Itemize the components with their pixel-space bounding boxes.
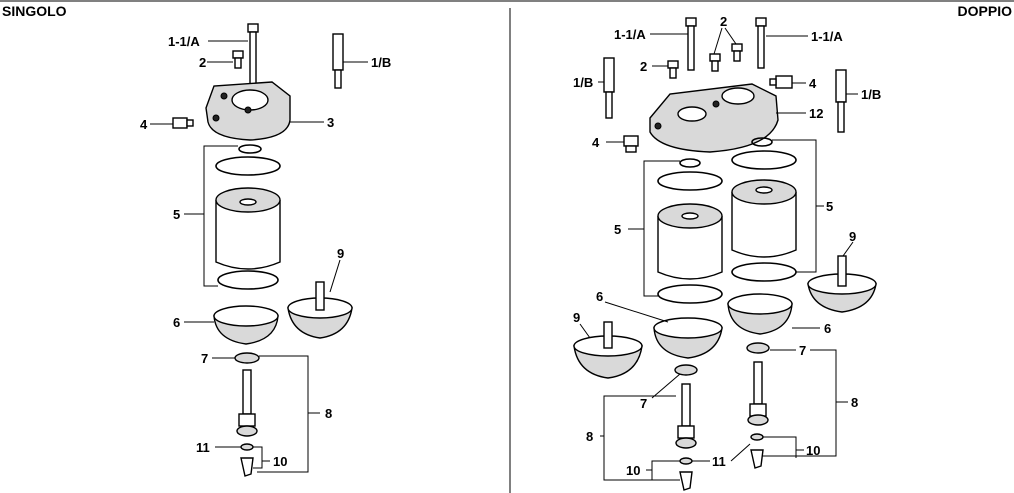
label-1-1a-left: 1-1/A — [614, 27, 646, 42]
label-2: 2 — [199, 55, 206, 70]
label-12: 12 — [809, 106, 823, 121]
seal-part-5-upper — [215, 156, 281, 176]
oring-part-5-right — [751, 137, 773, 147]
double-filter-assembly — [573, 17, 877, 491]
label-8-left: 8 — [586, 429, 593, 444]
title-doppio: DOPPIO — [958, 3, 1013, 19]
plug-part-4-right — [769, 75, 793, 89]
label-6-right: 6 — [824, 321, 831, 336]
drain-valve-part-8 — [236, 369, 258, 437]
label-2-top: 2 — [720, 14, 727, 29]
label-10: 10 — [273, 454, 287, 469]
bowl-part-6-right — [727, 293, 793, 335]
label-5-right: 5 — [826, 199, 833, 214]
label-1b: 1/B — [371, 55, 391, 70]
label-11: 11 — [712, 454, 726, 469]
label-1-1a: 1-1/A — [168, 34, 200, 49]
label-10-left: 10 — [626, 463, 640, 478]
screw-part-2 — [232, 50, 244, 69]
bolt-part-1-left — [685, 17, 697, 71]
bowl-part-9-right — [807, 255, 877, 313]
title-singolo: SINGOLO — [2, 3, 67, 19]
label-4-left: 4 — [592, 135, 600, 150]
seal-part-5-right-upper — [731, 150, 797, 170]
label-8-right: 8 — [851, 395, 858, 410]
label-1b-right: 1/B — [861, 87, 881, 102]
washer-part-11 — [240, 443, 254, 451]
stud-part-1b-left — [603, 57, 615, 119]
label-9-left: 9 — [573, 310, 580, 325]
label-6-left: 6 — [596, 289, 603, 304]
seal-part-5-left-lower — [657, 284, 723, 304]
washer-part-7-right — [746, 342, 770, 354]
stud-part-1b-right — [835, 69, 847, 133]
washer-part-7-left — [674, 364, 698, 376]
label-7-right: 7 — [799, 343, 806, 358]
plug-part-4-left — [623, 135, 639, 153]
bowl-part-9 — [287, 281, 353, 339]
washer-part-11-right — [750, 433, 764, 441]
label-6: 6 — [173, 315, 180, 330]
bowl-part-6 — [213, 305, 279, 345]
bowl-part-6-left — [653, 317, 723, 359]
bolt-part-1 — [247, 23, 259, 93]
seal-part-5-left-upper — [657, 171, 723, 191]
drain-valve-part-8-left — [675, 383, 697, 449]
filter-cartridge-left — [657, 203, 723, 280]
label-1b-left: 1/B — [573, 75, 593, 90]
drain-valve-part-8-right — [747, 361, 769, 426]
plug-part-10-right — [750, 449, 764, 469]
label-11: 11 — [196, 440, 210, 455]
right-leader-lines — [579, 27, 858, 481]
label-8: 8 — [325, 406, 332, 421]
label-4-right: 4 — [809, 76, 817, 91]
label-5: 5 — [173, 207, 180, 222]
label-2-left: 2 — [640, 59, 647, 74]
plug-part-4 — [172, 117, 194, 129]
filter-cartridge-part-5 — [215, 187, 281, 270]
label-5-left: 5 — [614, 222, 621, 237]
screws-part-2 — [667, 43, 743, 79]
label-7: 7 — [201, 351, 208, 366]
filter-head-part-3 — [205, 81, 291, 141]
bolt-part-1-right — [755, 17, 767, 69]
label-10-right: 10 — [806, 443, 820, 458]
plug-part-10-left — [679, 471, 693, 491]
washer-part-11-left — [679, 457, 693, 465]
filter-cartridge-right — [731, 179, 797, 258]
seal-part-5-right-lower — [731, 262, 797, 282]
label-4: 4 — [140, 117, 148, 132]
label-3: 3 — [327, 115, 334, 130]
label-9-right: 9 — [849, 229, 856, 244]
bowl-part-9-left — [573, 321, 643, 379]
filter-head-part-12 — [649, 83, 779, 153]
plug-part-10 — [240, 457, 254, 477]
oring-part-5-left — [679, 158, 701, 168]
washer-part-7 — [234, 352, 260, 364]
label-1-1a-right: 1-1/A — [811, 29, 843, 44]
single-filter-assembly — [172, 23, 353, 477]
label-7-left: 7 — [640, 396, 647, 411]
left-leader-lines — [150, 40, 368, 473]
label-9: 9 — [337, 246, 344, 261]
stud-part-1b — [332, 33, 344, 89]
oring-part-5-top — [238, 144, 262, 154]
seal-part-5-lower — [217, 270, 279, 290]
